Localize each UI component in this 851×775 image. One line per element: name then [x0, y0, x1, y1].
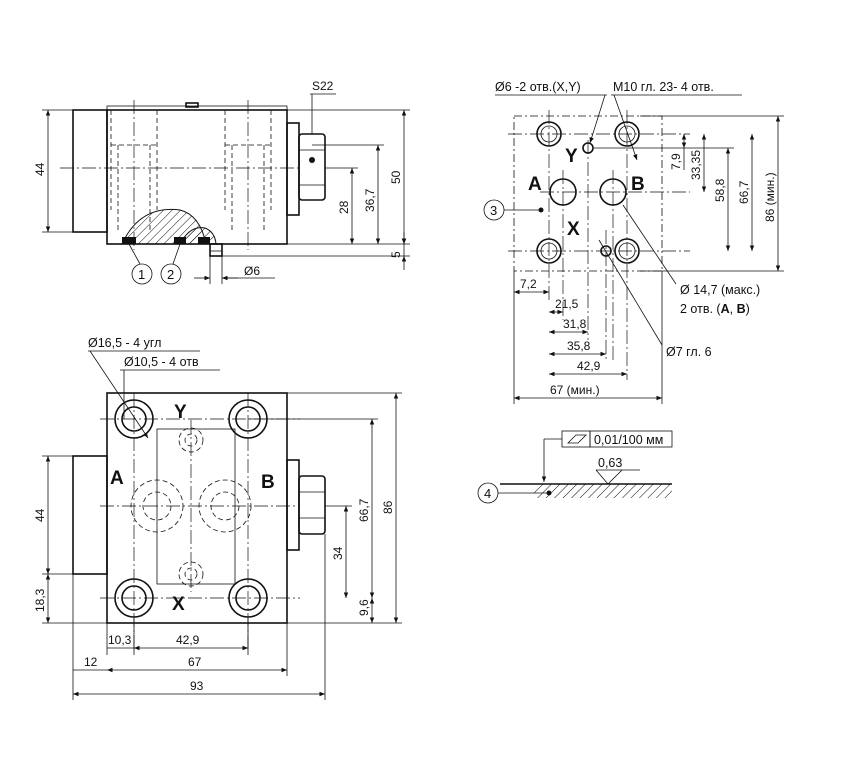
- side-dim-36-7: 36,7: [363, 188, 377, 212]
- note-port-b: B: [737, 302, 746, 316]
- top-view: A B Y X Ø16,5 - 4 угл Ø10,5 - 4 отв 44 1…: [33, 336, 402, 700]
- intf-dim-86-min: 86 (мин.): [763, 172, 777, 222]
- top-dim-44: 44: [33, 508, 47, 522]
- intf-dim-42-9: 42,9: [577, 359, 601, 373]
- flatness-tolerance: 0,01/100 мм: [594, 433, 663, 447]
- intf-port-a: A: [528, 174, 542, 195]
- intf-dim-7-9: 7,9: [669, 153, 683, 170]
- intf-dim-7-2: 7,2: [520, 277, 537, 291]
- top-port-x: X: [172, 594, 185, 615]
- callout-3: 3: [490, 203, 497, 218]
- note-threads: M10 гл. 23- 4 отв.: [613, 80, 714, 94]
- note-holes: Ø10,5 - 4 отв: [124, 355, 199, 369]
- intf-dim-21-5: 21,5: [555, 297, 579, 311]
- roughness-value: 0,63: [598, 456, 622, 470]
- top-dim-9-6: 9,6: [357, 599, 371, 616]
- note-counterbore: Ø16,5 - 4 угл: [88, 336, 161, 350]
- note-port-dia: Ø 14,7 (макс.): [680, 283, 760, 297]
- note-port-close: ): [746, 302, 750, 316]
- intf-dim-58-8: 58,8: [713, 178, 727, 202]
- side-dim-28: 28: [337, 200, 351, 214]
- top-dim-66-7: 66,7: [357, 498, 371, 522]
- side-dim-50: 50: [389, 170, 403, 184]
- top-dim-67: 67: [188, 655, 202, 669]
- intf-dim-33-35: 33,35: [689, 150, 703, 180]
- surface-spec: 0,01/100 мм 0,63 4: [477, 430, 673, 504]
- side-view: S22 44 50 36,7 28 5 Ø6: [33, 79, 410, 285]
- intf-dim-66-7: 66,7: [737, 180, 751, 204]
- interface-view: A B Y X 3 Ø6 -2 отв.(X,Y) M10 гл. 23- 4 …: [483, 80, 784, 404]
- top-port-a: A: [110, 468, 124, 489]
- side-dim-44: 44: [33, 162, 47, 176]
- top-port-y: Y: [174, 402, 187, 423]
- side-dim-d6: Ø6: [244, 264, 260, 278]
- wrench-size-label: S22: [312, 79, 334, 93]
- intf-dim-67-min: 67 (мин.): [550, 383, 600, 397]
- top-dim-34: 34: [331, 546, 345, 560]
- note-pilot-holes: Ø6 -2 отв.(X,Y): [495, 80, 581, 94]
- note-port-count-prefix: 2 отв. (: [680, 302, 721, 316]
- side-dim-5: 5: [389, 251, 403, 258]
- intf-port-y: Y: [565, 146, 578, 167]
- top-dim-93: 93: [190, 679, 204, 693]
- callout-4: 4: [484, 486, 491, 501]
- top-dim-10-3: 10,3: [108, 633, 132, 647]
- top-dim-18-3: 18,3: [33, 588, 47, 612]
- note-pilot-depth: Ø7 гл. 6: [666, 345, 712, 359]
- top-dim-86: 86: [381, 500, 395, 514]
- callout-2: 2: [167, 267, 174, 282]
- intf-dim-31-8: 31,8: [563, 317, 587, 331]
- intf-port-b: B: [631, 174, 645, 195]
- top-dim-42-9: 42,9: [176, 633, 200, 647]
- intf-dim-35-8: 35,8: [567, 339, 591, 353]
- note-port-count: 2 отв. (A, B): [680, 302, 750, 316]
- intf-port-x: X: [567, 219, 580, 240]
- top-dim-12: 12: [84, 655, 98, 669]
- callout-1: 1: [138, 267, 145, 282]
- note-port-a: A: [721, 302, 730, 316]
- top-port-b: B: [261, 472, 275, 493]
- note-port-sep: ,: [730, 302, 737, 316]
